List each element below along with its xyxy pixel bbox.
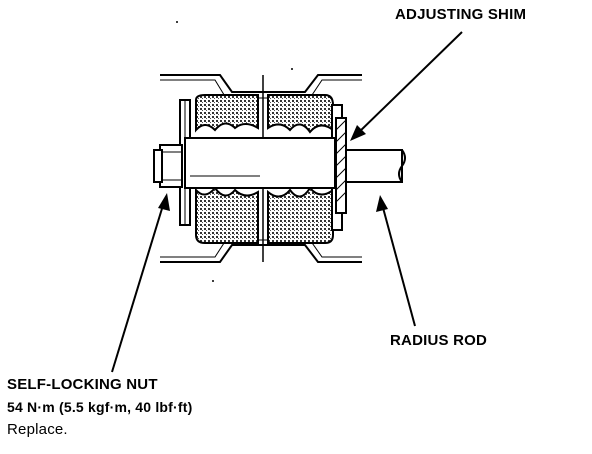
leader-self-locking-nut — [111, 193, 170, 373]
leader-radius-rod — [376, 195, 416, 327]
bushing-lower-left — [195, 186, 259, 244]
torque-spec-label: 54 N·m (5.5 kgf·m, 40 lbf·ft) — [7, 399, 193, 415]
replace-note-label: Replace. — [7, 421, 68, 438]
bushing-upper-right — [267, 94, 334, 134]
radius-rod-label: RADIUS ROD — [390, 332, 488, 349]
radius-rod — [184, 137, 406, 189]
adjusting-shim — [335, 117, 347, 214]
scan-specks — [176, 21, 293, 282]
leader-adjusting-shim — [350, 31, 463, 141]
bushing-upper-left — [195, 94, 259, 133]
adjusting-shim-label: ADJUSTING SHIM — [395, 6, 527, 23]
self-locking-nut-label: SELF-LOCKING NUT — [7, 376, 158, 393]
self-locking-nut — [153, 144, 183, 188]
bushing-lower-right — [267, 186, 334, 244]
